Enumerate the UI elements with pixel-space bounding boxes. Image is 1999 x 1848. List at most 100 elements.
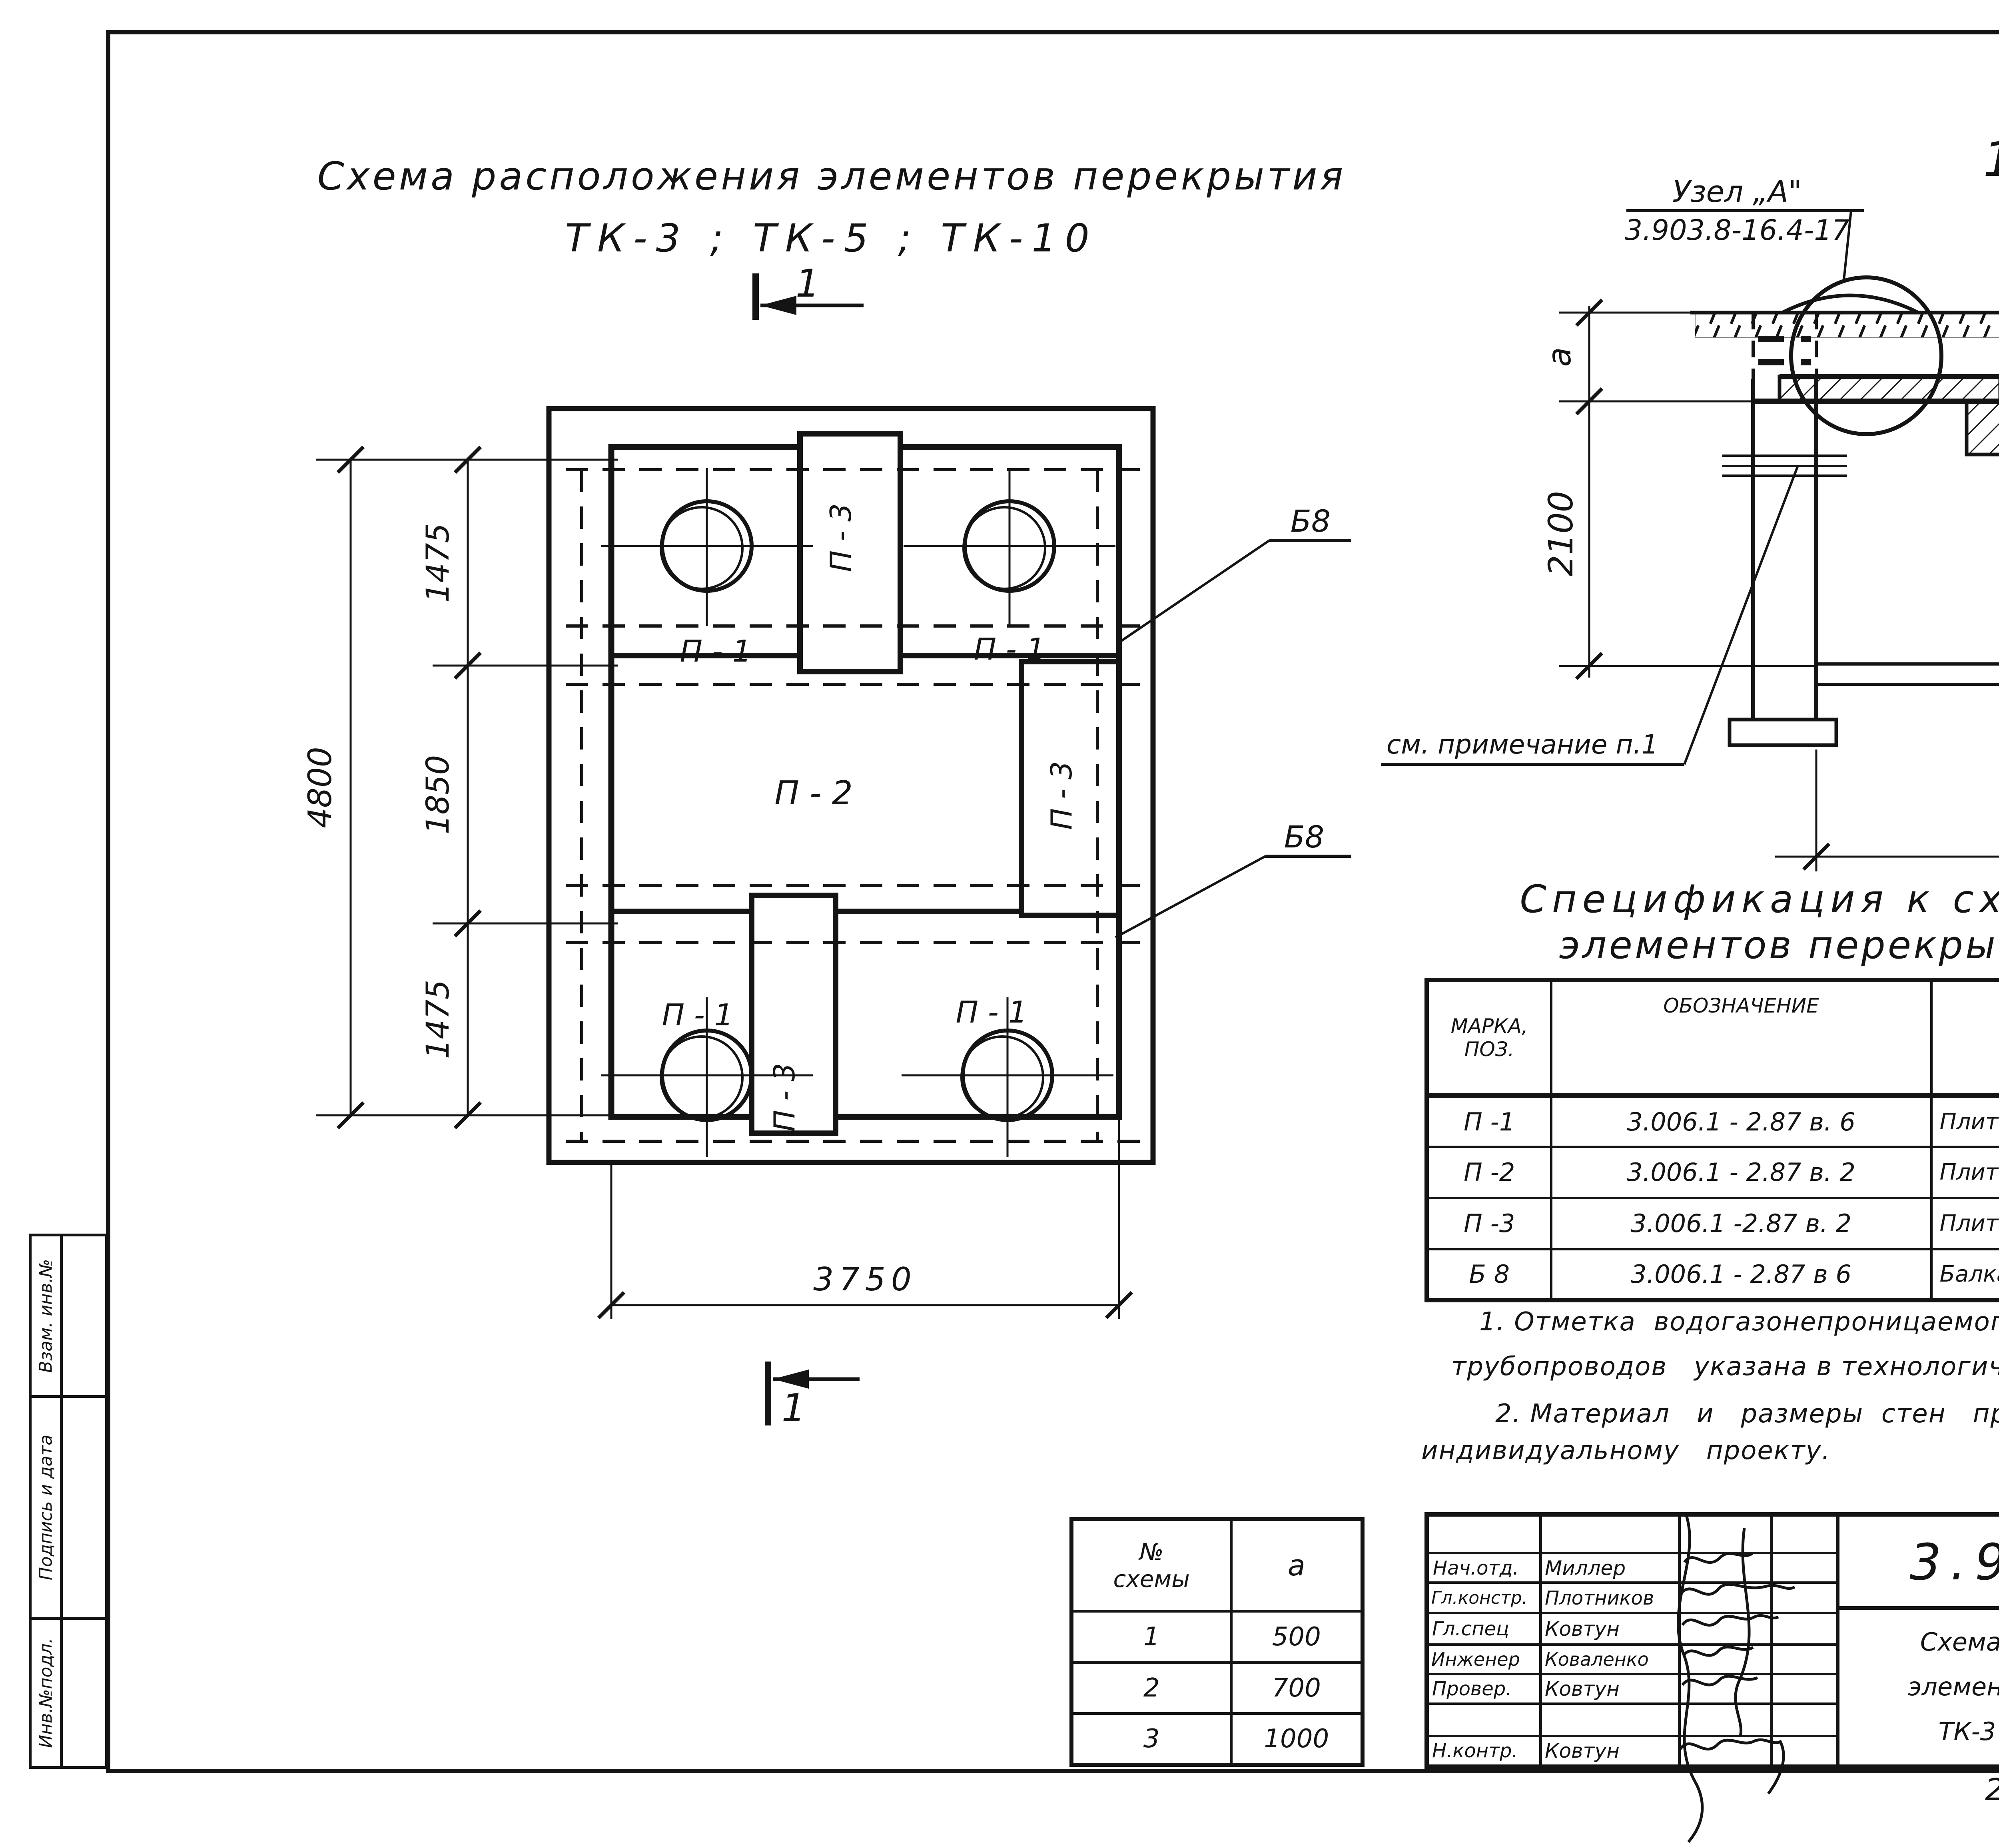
- node-a-ref: 3.903.8-16.4-17: [1625, 214, 1850, 247]
- tb-hline: [1429, 1552, 1836, 1554]
- tb-title-line2: элементов перекрытия: [1908, 1672, 1999, 1701]
- section-geometry: 1 — 1 Узел „А" 3.903.8-16.4-17: [1381, 132, 1999, 871]
- cell-no: 1: [1070, 1610, 1233, 1664]
- dim-2100: 2100: [1541, 491, 1580, 576]
- plate-label-p1-bl: П - 1: [662, 997, 734, 1033]
- note-references: см. примечание п.1 см. примечание п.2: [1381, 465, 1799, 766]
- spec-row-b8: Б 8 3.006.1 - 2.87 в 6 Б8Балка 2 2880: [1425, 1248, 1999, 1302]
- cell-a: 500: [1229, 1610, 1364, 1664]
- beams: Б8: [1965, 399, 1999, 457]
- spec-col-mark: МАРКА,ПОЗ.: [1425, 979, 1552, 1098]
- dim-3750: 3750: [813, 1261, 917, 1298]
- cell-name: Б8Балка: [1930, 1248, 1999, 1302]
- cell-name: Плита перекрытия П15-8: [1930, 1145, 1999, 1199]
- stamp-cell-inv: Инв.№подл.: [29, 1617, 63, 1769]
- plan-title-line1: Схема расположения элементов перекрытия: [317, 154, 1346, 199]
- plan-geometry: П - 1 П - 1 П - 1 П - 1 П - 2 П - 3 П - …: [301, 262, 1351, 1430]
- cell-designation: 3.006.1 - 2.87 в. 2: [1550, 1145, 1933, 1199]
- ground: [1690, 293, 1999, 338]
- cell-designation: 3.006.1 - 2.87 в. 6: [1550, 1094, 1933, 1148]
- plan-bottom-dimension: 3750: [597, 1119, 1133, 1320]
- cell-a: 1000: [1229, 1712, 1364, 1766]
- section-mark-top-label: 1: [796, 262, 820, 306]
- doc-footer-code: 24820-05 20: [1985, 1772, 1999, 1807]
- cell-mark: П -3: [1425, 1196, 1552, 1250]
- note-line-1: 1. Отметка водогазонепроницаемого сальни…: [1479, 1307, 1999, 1337]
- spec-title-line1: Спецификация к схеме расположения: [1520, 877, 1999, 921]
- sig-name-3: Ковтун: [1545, 1617, 1620, 1641]
- sig-name-5: Ковтун: [1545, 1677, 1620, 1700]
- plan-plate-p3-top: [797, 431, 903, 674]
- plate-label-p2: П - 2: [774, 774, 853, 812]
- doc-number: 3.903.8 -16.4 -13: [1909, 1533, 1999, 1591]
- tb-hline: [1429, 1643, 1836, 1646]
- sig-role-2: Гл.констр.: [1431, 1588, 1528, 1608]
- tb-title: Схема расположения элементов перекрытия …: [1841, 1620, 1999, 1754]
- section-title: 1 — 1: [1983, 132, 1999, 187]
- stamp-cell-podpis-empty: [60, 1395, 108, 1620]
- spec-row-p2: П -2 3.006.1 - 2.87 в. 2 Плита перекрыти…: [1425, 1145, 1999, 1199]
- section-left-dimensions: а 2100: [1541, 298, 1816, 680]
- cell-no: 2: [1070, 1661, 1233, 1715]
- dim-ticks: [336, 445, 482, 1130]
- spec-row-p1: П -1 3.006.1 - 2.87 в. 6 Плита перекрыти…: [1425, 1094, 1999, 1148]
- tb-vline: [1770, 1517, 1773, 1764]
- dim-1475-bottom: 1475: [420, 980, 456, 1059]
- scheme-col-a: а: [1229, 1517, 1364, 1613]
- plate-label-p3-bottom: П - 3: [768, 1063, 801, 1132]
- section-span-dimension: 4800: [1775, 750, 1999, 871]
- node-a-callout: Узел „А" 3.903.8-16.4-17: [1625, 175, 1943, 436]
- sig-name-4: Коваленко: [1545, 1649, 1649, 1670]
- cell-mark: Б 8: [1425, 1248, 1552, 1302]
- cell-a: 700: [1229, 1661, 1364, 1715]
- tb-hline: [1836, 1606, 1999, 1610]
- plan-plate-p3-bottom: [749, 893, 838, 1136]
- note-line-3: 2. Материал и размеры стен принимаются п…: [1495, 1399, 1999, 1429]
- spec-row-p3: П -3 3.006.1 -2.87 в. 2 Плита перекрытия…: [1425, 1196, 1999, 1250]
- title-block: Нач.отд. Миллер Гл.констр. Плотников Гл.…: [1424, 1512, 1999, 1769]
- plan-left-dimensions: 4800 1475 1850 1475: [301, 445, 618, 1130]
- cell-mark: П -2: [1425, 1145, 1552, 1199]
- spec-header-row: МАРКА,ПОЗ. ОБОЗНАЧЕНИЕ НАИМЕНОВАНИЕ КОЛ …: [1425, 979, 1999, 1098]
- note-line-2: трубопроводов указана в технологических …: [1451, 1352, 1999, 1382]
- tb-hline: [1429, 1702, 1836, 1705]
- note-ref-1: см. примечание п.1: [1387, 729, 1658, 760]
- sig-name-2: Плотников: [1545, 1587, 1654, 1609]
- tb-title-line1: Схема расположения: [1920, 1627, 1999, 1657]
- plate-label-p1-br: П - 1: [956, 995, 1027, 1030]
- tb-vline: [1539, 1517, 1542, 1764]
- stamp-cell-inv-empty: [60, 1617, 108, 1769]
- plan-outer-wall: [546, 406, 1156, 1165]
- sig-role-1: Нач.отд.: [1433, 1557, 1519, 1579]
- spec-table: МАРКА,ПОЗ. ОБОЗНАЧЕНИЕ НАИМЕНОВАНИЕ КОЛ …: [1424, 978, 1999, 1302]
- cell-mark: П -1: [1425, 1094, 1552, 1148]
- plate-label-p1-tr: П - 1: [974, 632, 1045, 667]
- beam-label-b8-1: Б8: [1291, 503, 1331, 539]
- dim-1475-top: 1475: [420, 523, 456, 603]
- stamp-label-podpis: Подпись и дата: [36, 1434, 56, 1581]
- sig-name-1: Миллер: [1545, 1557, 1626, 1580]
- spec-title-line2: элементов перекрытия ТК-3;ТК-5;ТК-10: [1559, 923, 1999, 967]
- sig-role-5: Провер.: [1432, 1678, 1512, 1700]
- note-line-4: индивидуальному проекту.: [1421, 1436, 1831, 1465]
- cell-no: 3: [1070, 1712, 1233, 1766]
- tb-vline: [1836, 1517, 1839, 1764]
- plate-label-p3-mid: П - 3: [1045, 761, 1078, 830]
- section-mark-bottom-label: 1: [782, 1386, 806, 1430]
- plate-label-p1-tl: П - 1: [680, 634, 752, 669]
- sig-role-4: Инженер: [1431, 1649, 1520, 1670]
- slab: [1753, 374, 1999, 404]
- dim-a: а: [1541, 347, 1578, 367]
- stamp-cell-podpis: Подпись и дата: [29, 1395, 63, 1620]
- tb-hline: [1429, 1735, 1836, 1737]
- stamp-label-vzam: Взам. инв.№: [36, 1259, 56, 1373]
- stamp-cell-vzam-empty: [60, 1234, 108, 1398]
- spec-col-name: НАИМЕНОВАНИЕ: [1930, 979, 1999, 1098]
- node-a-label: Узел „А": [1672, 175, 1802, 209]
